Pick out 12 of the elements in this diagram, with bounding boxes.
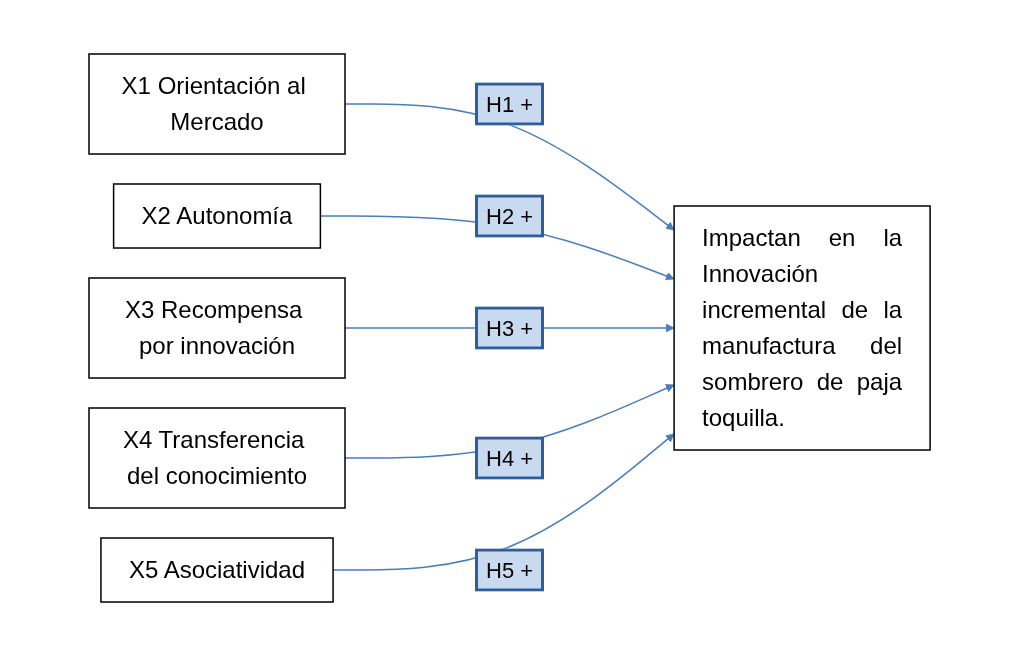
edge-label: H4 + [485,445,534,471]
edge-label: H5 + [485,557,534,583]
edge-label: H1 + [485,91,534,117]
edge-label: H3 + [485,315,534,341]
arrow [344,103,675,231]
node-box: X3 Recompensa por innovación [88,277,346,379]
node-box: X4 Transferencia del conocimiento [88,407,346,509]
node-box: X5 Asociatividad [100,537,334,603]
edge-label: H2 + [485,203,534,229]
node-box: X2 Autonomía [112,183,322,249]
node-box: X1 Orientación al Mercado [88,53,346,155]
node-box: Impactan en la Innovación incremental de la manufactura del sombrero de paja toquilla. [673,205,931,451]
